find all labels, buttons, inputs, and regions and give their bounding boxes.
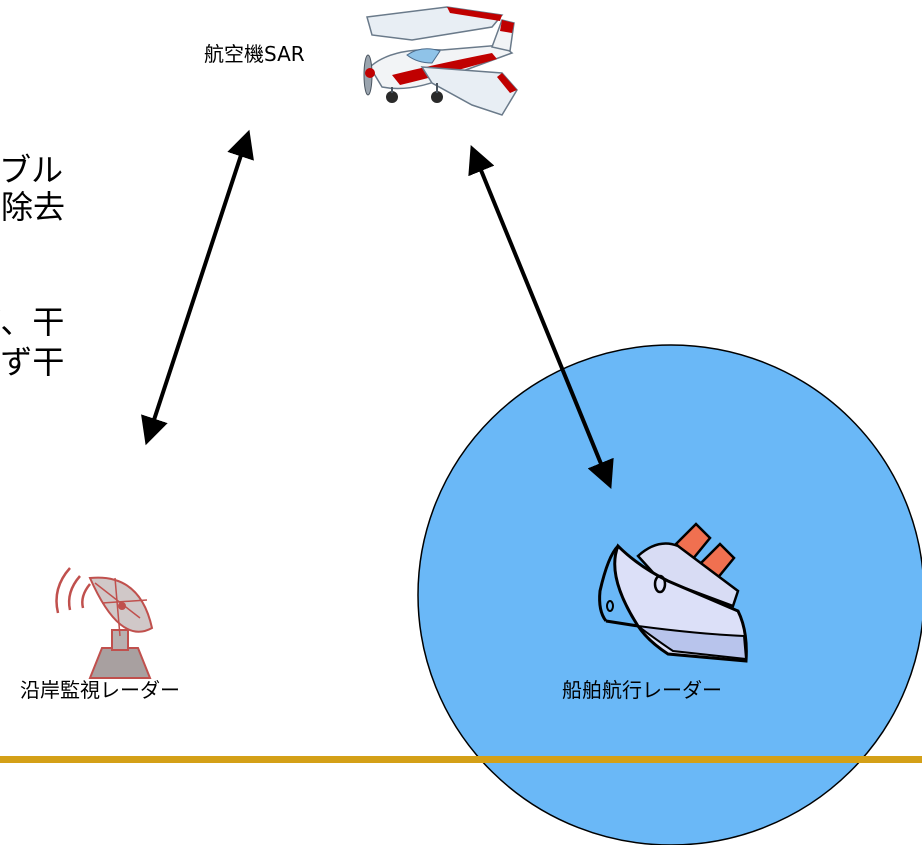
body-text-line-1: ーブル [0, 151, 64, 189]
arrow-aircraft-coastal [141, 129, 254, 446]
ship-radar-label: 船舶航行レーダー [562, 678, 722, 702]
airplane-icon [363, 6, 518, 116]
ground-line [0, 756, 922, 763]
arrow-aircraft-ship [468, 145, 614, 489]
radar-dish-icon [55, 567, 154, 679]
aircraft-sar-label: 航空機SAR [204, 42, 305, 66]
coastal-radar-label: 沿岸監視レーダー [20, 678, 180, 702]
body-text-line-3: が、干 [0, 303, 65, 341]
ship-icon [598, 522, 748, 663]
body-text-line-2: 歩除去 [0, 188, 66, 226]
body-text-line-4: らず干 [0, 343, 65, 381]
